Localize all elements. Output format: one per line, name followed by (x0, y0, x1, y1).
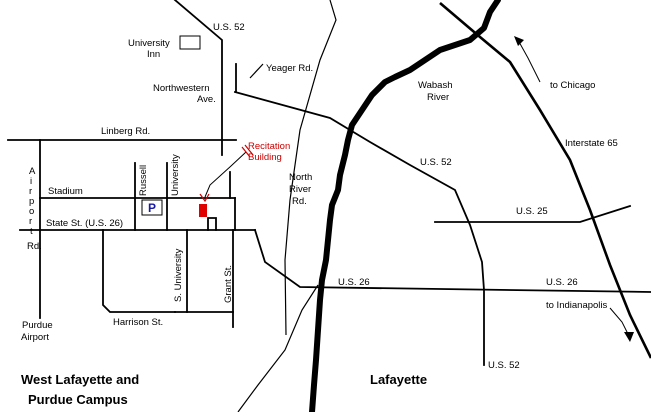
recitation-leader-line (204, 151, 247, 198)
chicago-arrow-icon (514, 36, 524, 46)
interstate-65 (439, 2, 651, 359)
recitation-tick-b (244, 144, 254, 156)
recitation-tick-a (241, 146, 251, 158)
northwestern-label-2: Ave. (197, 94, 216, 105)
lafayette-title: Lafayette (370, 372, 427, 387)
us-26-road (253, 228, 651, 293)
airport-rd-suffix: Rd. (27, 241, 42, 252)
yeager-rd-label: Yeager Rd. (266, 63, 313, 74)
purdue-airport-label-2: Airport (21, 332, 49, 343)
us25-label: U.S. 25 (516, 206, 548, 217)
university-inn-marker (179, 35, 201, 50)
west-lafayette-title-2: Purdue Campus (28, 392, 128, 407)
indianapolis-arrow-icon (624, 332, 634, 342)
north-river-label-3: Rd. (292, 196, 307, 207)
us52-north-label: U.S. 52 (213, 22, 245, 33)
purdue-airport-label: Purdue (22, 320, 53, 331)
to-indianapolis-label: to Indianapolis (546, 300, 608, 311)
airport-char: r (29, 186, 32, 197)
university-inn-label: University (128, 38, 170, 49)
s-university-label: S. University (173, 248, 184, 302)
campus-west-road (102, 229, 176, 313)
yeager-rd (249, 63, 264, 79)
to-chicago-label: to Chicago (550, 80, 595, 91)
grant-st-label: Grant St. (223, 265, 234, 303)
us26-east-label: U.S. 26 (546, 277, 578, 288)
lafayette-river-road (237, 284, 319, 412)
recitation-building (199, 204, 207, 217)
interstate-65-label: Interstate 65 (565, 138, 618, 149)
wabash-river-label: Wabash (418, 80, 453, 91)
campus-road (207, 217, 217, 231)
university-inn-label-2: Inn (147, 49, 160, 60)
harrison-st-label: Harrison St. (113, 317, 163, 328)
parking-sign (141, 199, 163, 216)
airport-char: i (30, 176, 32, 187)
stadium-label: Stadium (48, 186, 83, 197)
airport-char: r (29, 216, 32, 227)
recitation-arrow-icon (199, 193, 210, 203)
us26-west-label: U.S. 26 (338, 277, 370, 288)
linberg-rd-label: Linberg Rd. (101, 126, 150, 137)
wabash-river-label-2: River (427, 92, 449, 103)
wabash-river (309, 0, 501, 412)
parking-icon: P (148, 201, 156, 215)
us-25-road (434, 204, 632, 223)
north-river-label: North (289, 172, 312, 183)
north-river-rd (284, 0, 337, 336)
north-river-label-2: River (289, 184, 311, 195)
us-52-road (173, 0, 485, 366)
airport-rd-label: A i r p o r t Rd. (27, 166, 42, 252)
airport-char: t (30, 226, 33, 237)
us52-middle-label: U.S. 52 (420, 157, 452, 168)
us52-south-label: U.S. 52 (488, 360, 520, 371)
west-lafayette-title: West Lafayette and (21, 372, 139, 387)
russell-label: Russell (138, 165, 149, 196)
state-st-label: State St. (U.S. 26) (46, 218, 123, 229)
recitation-label-2: Building (248, 152, 282, 163)
airport-char: p (29, 196, 34, 207)
recitation-label: Recitation (248, 141, 290, 152)
campus-east-road (229, 171, 236, 231)
airport-char: A (29, 166, 36, 177)
to-chicago-arrow-line (517, 39, 541, 83)
northwestern-label: Northwestern (153, 83, 210, 94)
airport-char: o (29, 206, 34, 217)
university-label: University (170, 154, 181, 196)
